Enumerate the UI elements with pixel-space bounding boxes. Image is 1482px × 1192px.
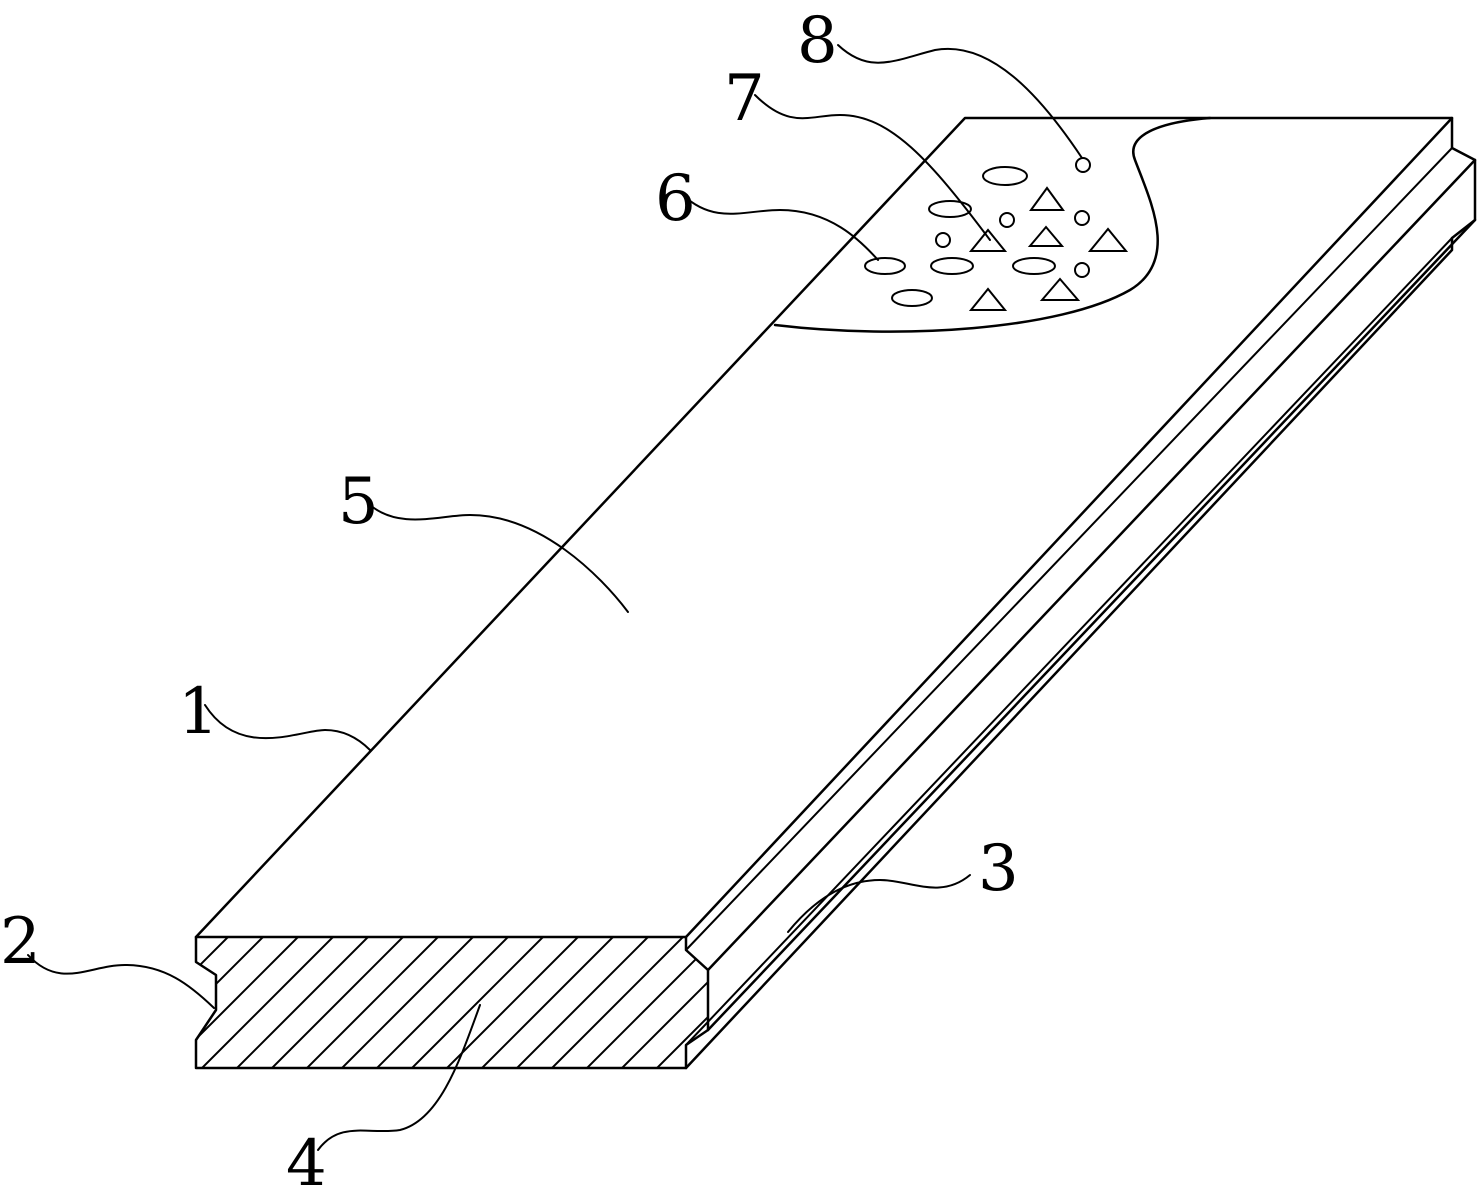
particle-triangle bbox=[968, 228, 1008, 252]
label-5: 5 bbox=[338, 465, 379, 539]
leader-line-1 bbox=[204, 704, 371, 751]
leader-line-8 bbox=[837, 44, 1083, 159]
right-edge-profile bbox=[684, 116, 1477, 1070]
cutaway-region bbox=[773, 116, 1212, 333]
label-8: 8 bbox=[797, 4, 838, 78]
leader-line-7 bbox=[754, 94, 991, 241]
particle-ellipse bbox=[1012, 257, 1056, 275]
particle-circle bbox=[1074, 210, 1090, 226]
particle-ellipse bbox=[928, 200, 972, 218]
particle-triangle bbox=[1027, 225, 1065, 247]
label-7: 7 bbox=[724, 62, 765, 136]
label-2: 2 bbox=[0, 905, 41, 979]
leader-line-3 bbox=[787, 874, 971, 933]
upper-step-edge bbox=[685, 147, 1453, 951]
particle-circle bbox=[935, 232, 951, 248]
particle-ellipse bbox=[891, 289, 933, 307]
particle-circle bbox=[1075, 157, 1091, 173]
tongue-top-edge bbox=[706, 158, 1477, 972]
section-hatching bbox=[196, 937, 708, 1068]
particle-ellipse bbox=[930, 257, 974, 275]
particle-circle bbox=[999, 212, 1015, 228]
label-6: 6 bbox=[655, 162, 696, 236]
label-4: 4 bbox=[286, 1127, 327, 1192]
leader-line-6 bbox=[682, 194, 879, 261]
particle-triangle bbox=[968, 287, 1008, 311]
tongue-bottom-edge bbox=[706, 218, 1477, 1032]
top-surface bbox=[194, 116, 1454, 939]
particle-triangle bbox=[1087, 227, 1129, 252]
leader-line-2 bbox=[27, 954, 215, 1009]
label-1: 1 bbox=[178, 675, 219, 749]
particle-circle bbox=[1074, 262, 1090, 278]
particle-ellipse bbox=[982, 166, 1028, 186]
particle-triangle bbox=[1029, 186, 1065, 211]
leader-line-5 bbox=[369, 504, 629, 613]
groove-edge bbox=[685, 237, 1453, 1046]
particle-triangle bbox=[1039, 277, 1081, 301]
particle-ellipse bbox=[864, 257, 906, 275]
leader-line-4 bbox=[317, 1004, 481, 1151]
label-3: 3 bbox=[978, 832, 1019, 906]
